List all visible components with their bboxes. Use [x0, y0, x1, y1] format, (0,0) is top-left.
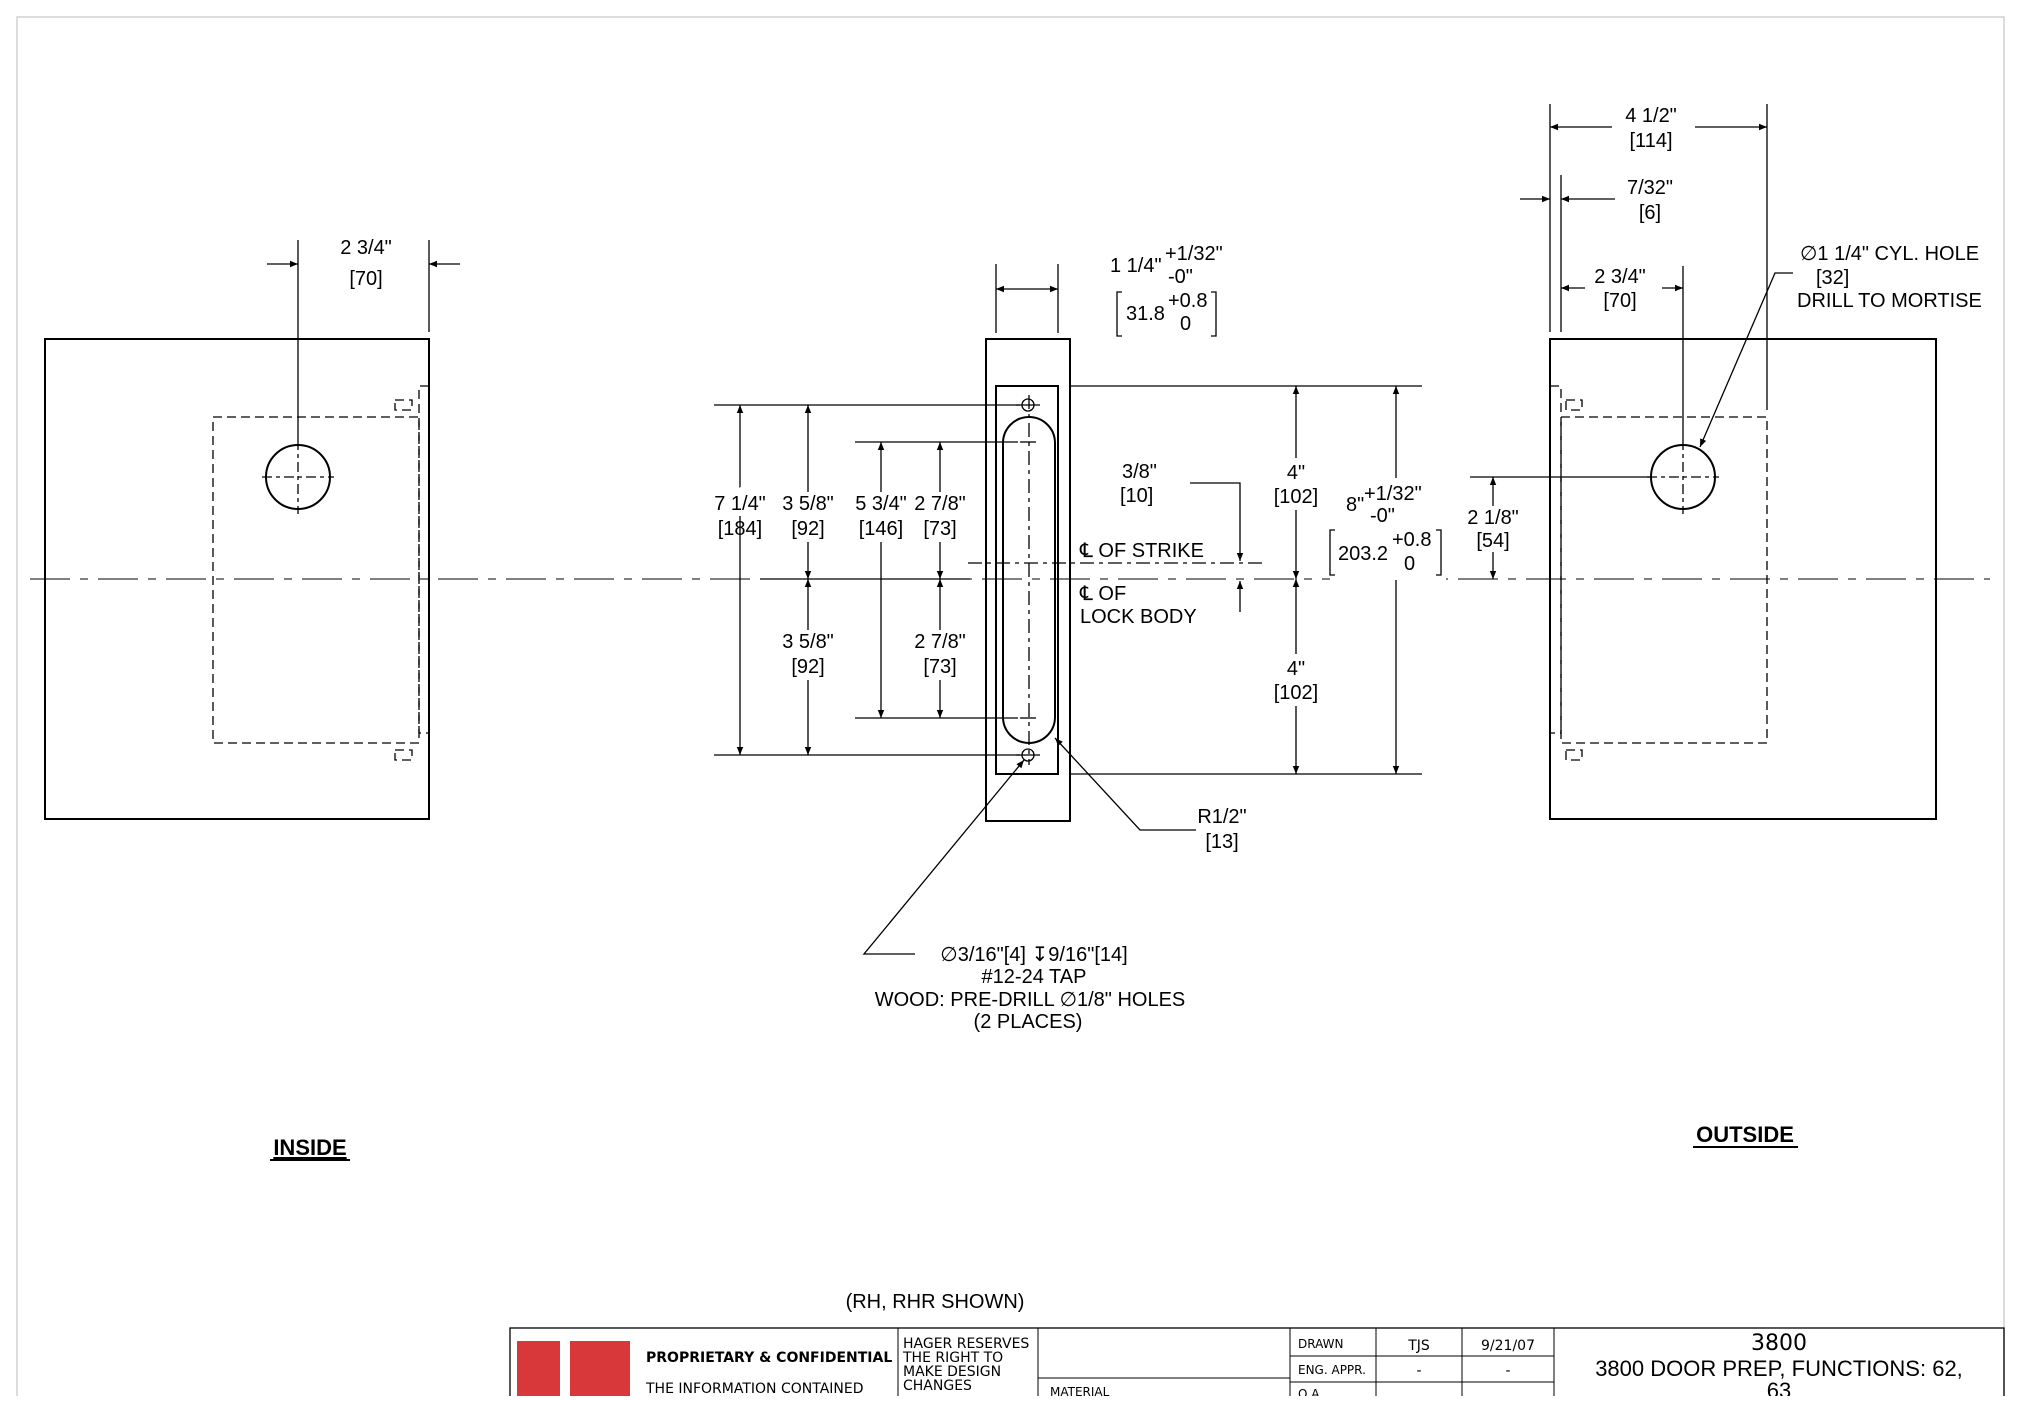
drawing-title-line2: 63	[1767, 1378, 1791, 1396]
mortise-8-mm-tol-minus: 0	[1404, 553, 1415, 575]
strike-width-mm-tol-minus: 0	[1180, 313, 1191, 335]
lower-2-7-8-dim: 2 7/8"	[914, 631, 966, 653]
reserves-line-1: HAGER RESERVES	[903, 1336, 1029, 1352]
drawn-label: DRAWN	[1298, 1337, 1344, 1351]
inside-backset-mm: [70]	[349, 268, 382, 290]
lower-3-5-8-dim: 3 5/8"	[782, 631, 834, 653]
outside-view-label: OUTSIDE	[1696, 1122, 1794, 1147]
eng-appr-by: -	[1416, 1363, 1421, 1379]
eng-appr-label: ENG. APPR.	[1298, 1363, 1366, 1377]
reserves-line-3: MAKE DESIGN	[903, 1364, 1001, 1380]
door-edge-outline	[985, 338, 1071, 822]
cl-lockbody-label-2: LOCK BODY	[1080, 606, 1197, 628]
mortise-8-mm: 203.2	[1338, 543, 1388, 565]
upper-4-mm: [102]	[1274, 486, 1318, 508]
info-text: THE INFORMATION CONTAINED	[645, 1381, 864, 1396]
inside-backset-dim: 2 3/4"	[340, 237, 392, 259]
outside-door-outline	[1549, 338, 1937, 820]
part-number: 3800	[1751, 1331, 1807, 1356]
outside-2-1-8-dim: 2 1/8"	[1467, 507, 1519, 529]
reserves-line-4: CHANGES	[903, 1378, 972, 1394]
mortise-8-dim: 8"	[1346, 494, 1364, 516]
outside-backset-mm: [70]	[1603, 290, 1636, 312]
overall-7-1-4-mm: [184]	[718, 518, 762, 540]
drawn-by: TJS	[1407, 1338, 1430, 1354]
screw-note-line1: ∅3/16"[4] ↧9/16"[14]	[940, 944, 1127, 966]
hand-note: (RH, RHR SHOWN)	[846, 1291, 1025, 1313]
upper-3-5-8-mm: [92]	[791, 518, 824, 540]
mortise-8-tol-plus: +1/32"	[1364, 483, 1422, 505]
upper-4-dim: 4"	[1287, 462, 1305, 484]
inside-door-outline	[44, 338, 430, 820]
screw-note-line3: WOOD: PRE-DRILL ∅1/8" HOLES	[875, 989, 1186, 1011]
inside-view-label: INSIDE	[273, 1135, 346, 1160]
upper-2-7-8-dim: 2 7/8"	[914, 493, 966, 515]
outside-7-32-mm: [6]	[1639, 202, 1661, 224]
title-block: PROPRIETARY & CONFIDENTIAL THE INFORMATI…	[509, 1327, 2005, 1401]
proprietary-label: PROPRIETARY & CONFIDENTIAL	[646, 1350, 892, 1366]
sheet-border	[16, 16, 2005, 1401]
eng-appr-date: -	[1505, 1363, 1510, 1379]
strike-mortise-outline	[995, 385, 1059, 775]
outside-2-1-8-mm: [54]	[1476, 530, 1509, 552]
offset-3-8-dim: 3/8"	[1122, 461, 1157, 483]
mortise-8-mm-tol-plus: +0.8	[1392, 529, 1431, 551]
offset-3-8-mm: [10]	[1120, 485, 1153, 507]
edge-view: 1 1/4" +1/32" -0" 31.8 +0.8 0 7 1/4" 7 1…	[708, 243, 1446, 1033]
outside-4-1-2-mm: [114]	[1630, 130, 1673, 152]
outside-mortise-hidden	[1560, 416, 1768, 744]
strike-width-dim: 1 1/4"	[1110, 255, 1162, 277]
inside-mortise-hidden	[212, 416, 420, 744]
outside-4-1-2-dim: 4 1/2"	[1625, 105, 1677, 127]
screw-note-line4: (2 PLACES)	[974, 1011, 1083, 1033]
drawing-title-line1: 3800 DOOR PREP, FUNCTIONS: 62,	[1595, 1356, 1963, 1381]
cyl-hole-note-3: DRILL TO MORTISE	[1797, 290, 1982, 312]
inside-view: 2 3/4" [70]	[44, 237, 460, 820]
upper-2-7-8-mm: [73]	[923, 518, 956, 540]
screw-note-line2: #12-24 TAP	[982, 966, 1087, 988]
outside-7-32-dim: 7/32"	[1627, 177, 1673, 199]
cyl-hole-note-1: ∅1 1/4" CYL. HOLE	[1800, 243, 1979, 265]
cl-lockbody-label-1: ℄ OF	[1079, 583, 1126, 605]
lower-3-5-8-mm: [92]	[791, 656, 824, 678]
slot-5-3-4-mm: [146]	[859, 518, 903, 540]
reserves-line-2: THE RIGHT TO	[902, 1350, 1003, 1366]
cl-strike-label: ℄ OF STRIKE	[1079, 540, 1204, 562]
material-label: MATERIAL	[1050, 1385, 1110, 1396]
radius-dim: R1/2"	[1197, 806, 1246, 828]
cyl-hole-note-2: [32]	[1816, 267, 1849, 289]
slot-5-3-4-dim: 5 3/4"	[855, 493, 907, 515]
hager-logo	[517, 1341, 630, 1396]
lower-4-dim: 4"	[1287, 658, 1305, 680]
strike-width-mm: 31.8	[1126, 303, 1165, 325]
outside-backset-dim: 2 3/4"	[1594, 266, 1646, 288]
lower-2-7-8-mm: [73]	[923, 656, 956, 678]
mortise-8-tol-minus: -0"	[1370, 505, 1395, 527]
qa-label: Q.A.	[1298, 1387, 1323, 1396]
upper-3-5-8-dim: 3 5/8"	[782, 493, 834, 515]
strike-width-tol-plus: +1/32"	[1165, 243, 1223, 265]
strike-width-tol-minus: -0"	[1168, 266, 1193, 288]
radius-mm: [13]	[1205, 831, 1238, 853]
strike-width-mm-tol-plus: +0.8	[1168, 290, 1207, 312]
drawn-date: 9/21/07	[1481, 1338, 1535, 1354]
lower-4-mm: [102]	[1274, 682, 1318, 704]
outside-view: 4 1/2" [114] 7/32" [6] 2 3/4" [70] ∅1 1/…	[1462, 104, 1982, 820]
overall-7-1-4-dim: 7 1/4"	[714, 493, 766, 515]
